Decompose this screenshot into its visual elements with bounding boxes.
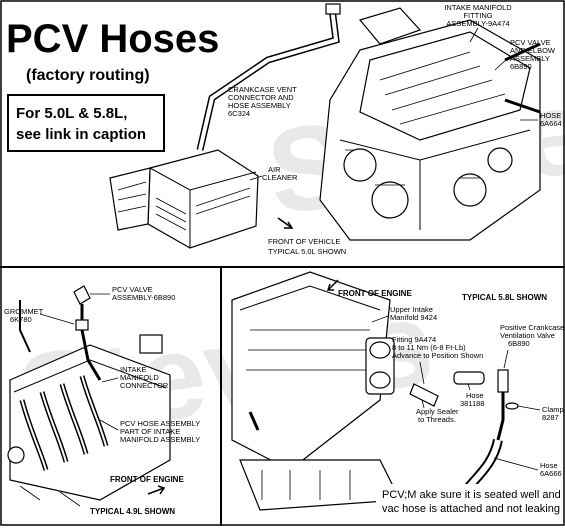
- label-positive-crankcase-valve: Positive Crankcase Ventilation Valve 6B8…: [500, 323, 564, 369]
- svg-text:AND ELBOW: AND ELBOW: [510, 46, 556, 55]
- engine-4-9: [7, 300, 171, 507]
- svg-text:381188: 381188: [460, 399, 484, 408]
- label-apply-sealer: Apply Sealer to Threads.: [416, 399, 459, 424]
- svg-text:FRONT OF VEHICLE: FRONT OF VEHICLE: [268, 237, 340, 246]
- svg-text:6B890: 6B890: [508, 339, 530, 348]
- label-fitting-9a474: Fitting 9A474 8 to 11 Nm (6-8 Ft-Lb) Adv…: [392, 335, 483, 385]
- svg-text:8 to 11 Nm (6-8 Ft-Lb): 8 to 11 Nm (6-8 Ft-Lb): [392, 343, 466, 352]
- label-clamp-8287: Clamp 8287: [517, 405, 564, 422]
- label-hose-6a664: HOSE 6A664: [520, 111, 562, 128]
- note-box: PCV;M ake sure it is seated well and vac…: [376, 484, 563, 524]
- engine-5-8: [231, 271, 401, 511]
- svg-text:ASSEMBLY: ASSEMBLY: [510, 54, 550, 63]
- crankcase-vent-hose: [196, 3, 341, 151]
- svg-text:HOSE ASSEMBLY: HOSE ASSEMBLY: [228, 101, 291, 110]
- svg-text:CONNECTOR AND: CONNECTOR AND: [228, 93, 294, 102]
- svg-text:Clamp: Clamp: [542, 405, 564, 414]
- label-intake-connector: INTAKE MANIFOLD CONNECTOR: [101, 365, 169, 390]
- svg-text:8287: 8287: [542, 413, 559, 422]
- svg-text:FRONT OF ENGINE: FRONT OF ENGINE: [338, 289, 412, 298]
- page-title: PCV Hoses: [6, 17, 219, 61]
- svg-text:Ventilation Valve: Ventilation Valve: [500, 331, 555, 340]
- svg-text:Fitting 9A474: Fitting 9A474: [392, 335, 436, 344]
- svg-text:PCV HOSE ASSEMBLY: PCV HOSE ASSEMBLY: [120, 419, 200, 428]
- svg-text:INTAKE: INTAKE: [120, 365, 147, 374]
- label-front-of-vehicle: FRONT OF VEHICLE TYPICAL 5.0L SHOWN: [268, 217, 346, 256]
- svg-text:PCV VALVE: PCV VALVE: [112, 285, 153, 294]
- info-box-line1: For 5.0L & 5.8L,: [16, 105, 127, 122]
- bottom-right-panel: FRONT OF ENGINE TYPICAL 5.8L SHOWN Upper…: [231, 271, 564, 524]
- svg-text:Positive Crankcase: Positive Crankcase: [500, 323, 564, 332]
- svg-text:HOSE: HOSE: [540, 111, 561, 120]
- label-upper-intake: Upper Intake Manifold 9424: [371, 305, 437, 323]
- top-panel: PCV Hoses (factory routing) For 5.0L & 5…: [6, 3, 562, 256]
- page-subtitle: (factory routing): [26, 67, 150, 84]
- svg-text:TYPICAL 4.9L SHOWN: TYPICAL 4.9L SHOWN: [90, 507, 175, 516]
- svg-text:Manifold 9424: Manifold 9424: [390, 313, 437, 322]
- svg-text:6K780: 6K780: [10, 315, 32, 324]
- svg-text:6A664: 6A664: [540, 119, 562, 128]
- note-line1: PCV;M ake sure it is seated well and: [382, 489, 561, 501]
- label-pcv-valve-assembly: PCV VALVE ASSEMBLY-6B890: [90, 285, 175, 302]
- svg-text:CRANKCASE VENT: CRANKCASE VENT: [228, 85, 297, 94]
- label-hose-6a666: Hose 6A666: [493, 457, 562, 478]
- svg-text:GROMMET: GROMMET: [4, 307, 44, 316]
- svg-text:TYPICAL 5.0L SHOWN: TYPICAL 5.0L SHOWN: [268, 247, 346, 256]
- svg-text:6B890: 6B890: [510, 62, 532, 71]
- svg-text:CONNECTOR: CONNECTOR: [120, 381, 169, 390]
- engine-5-0: [319, 7, 541, 241]
- svg-text:PCV VALVE: PCV VALVE: [510, 38, 551, 47]
- note-line2: vac hose is attached and not leaking: [382, 503, 560, 515]
- info-box-line2: see link in caption: [16, 126, 146, 143]
- label-crankcase-vent: CRANKCASE VENT CONNECTOR AND HOSE ASSEMB…: [228, 85, 297, 118]
- svg-text:ASSEMBLY-6B890: ASSEMBLY-6B890: [112, 293, 175, 302]
- svg-text:Upper Intake: Upper Intake: [390, 305, 433, 314]
- svg-text:Hose: Hose: [466, 391, 484, 400]
- svg-text:FRONT OF ENGINE: FRONT OF ENGINE: [110, 475, 184, 484]
- svg-text:6A666: 6A666: [540, 469, 562, 478]
- label-hose-381188: Hose 381188: [460, 383, 484, 408]
- label-grommet: GROMMET 6K780: [4, 307, 75, 325]
- svg-text:MANIFOLD ASSEMBLY: MANIFOLD ASSEMBLY: [120, 435, 200, 444]
- svg-text:PART OF INTAKE: PART OF INTAKE: [120, 427, 180, 436]
- bottom-left-panel: GROMMET 6K780 PCV VALVE ASSEMBLY-6B890 I…: [4, 285, 200, 516]
- label-intake-fitting: INTAKE MANIFOLD FITTING ASSEMBLY-9A474: [444, 3, 512, 43]
- pcv-valve-4-9: [73, 285, 102, 381]
- label-pcv-valve-elbow: PCV VALVE AND ELBOW ASSEMBLY 6B890: [494, 38, 556, 71]
- svg-text:FITTING: FITTING: [463, 11, 492, 20]
- svg-text:6C324: 6C324: [228, 109, 250, 118]
- svg-text:CLEANER: CLEANER: [262, 173, 298, 182]
- label-typical-5-8: TYPICAL 5.8L SHOWN: [462, 293, 547, 302]
- svg-text:ASSEMBLY-9A474: ASSEMBLY-9A474: [446, 19, 509, 28]
- svg-text:INTAKE MANIFOLD: INTAKE MANIFOLD: [444, 3, 512, 12]
- svg-text:to Threads.: to Threads.: [418, 415, 456, 424]
- svg-text:Advance to Position Shown: Advance to Position Shown: [392, 351, 483, 360]
- svg-text:Apply Sealer: Apply Sealer: [416, 407, 459, 416]
- info-box: For 5.0L & 5.8L, see link in caption: [7, 94, 165, 152]
- svg-text:Hose: Hose: [540, 461, 558, 470]
- svg-text:MANIFOLD: MANIFOLD: [120, 373, 159, 382]
- label-front-of-engine-5-8: FRONT OF ENGINE: [326, 279, 412, 298]
- svg-text:AIR: AIR: [268, 165, 281, 174]
- label-pcv-hose-assembly: PCV HOSE ASSEMBLY PART OF INTAKE MANIFOL…: [99, 419, 200, 444]
- label-front-of-engine-4-9: FRONT OF ENGINE TYPICAL 4.9L SHOWN: [90, 475, 184, 516]
- air-cleaner: [109, 149, 259, 249]
- label-air-cleaner: AIR CLEANER: [249, 165, 298, 182]
